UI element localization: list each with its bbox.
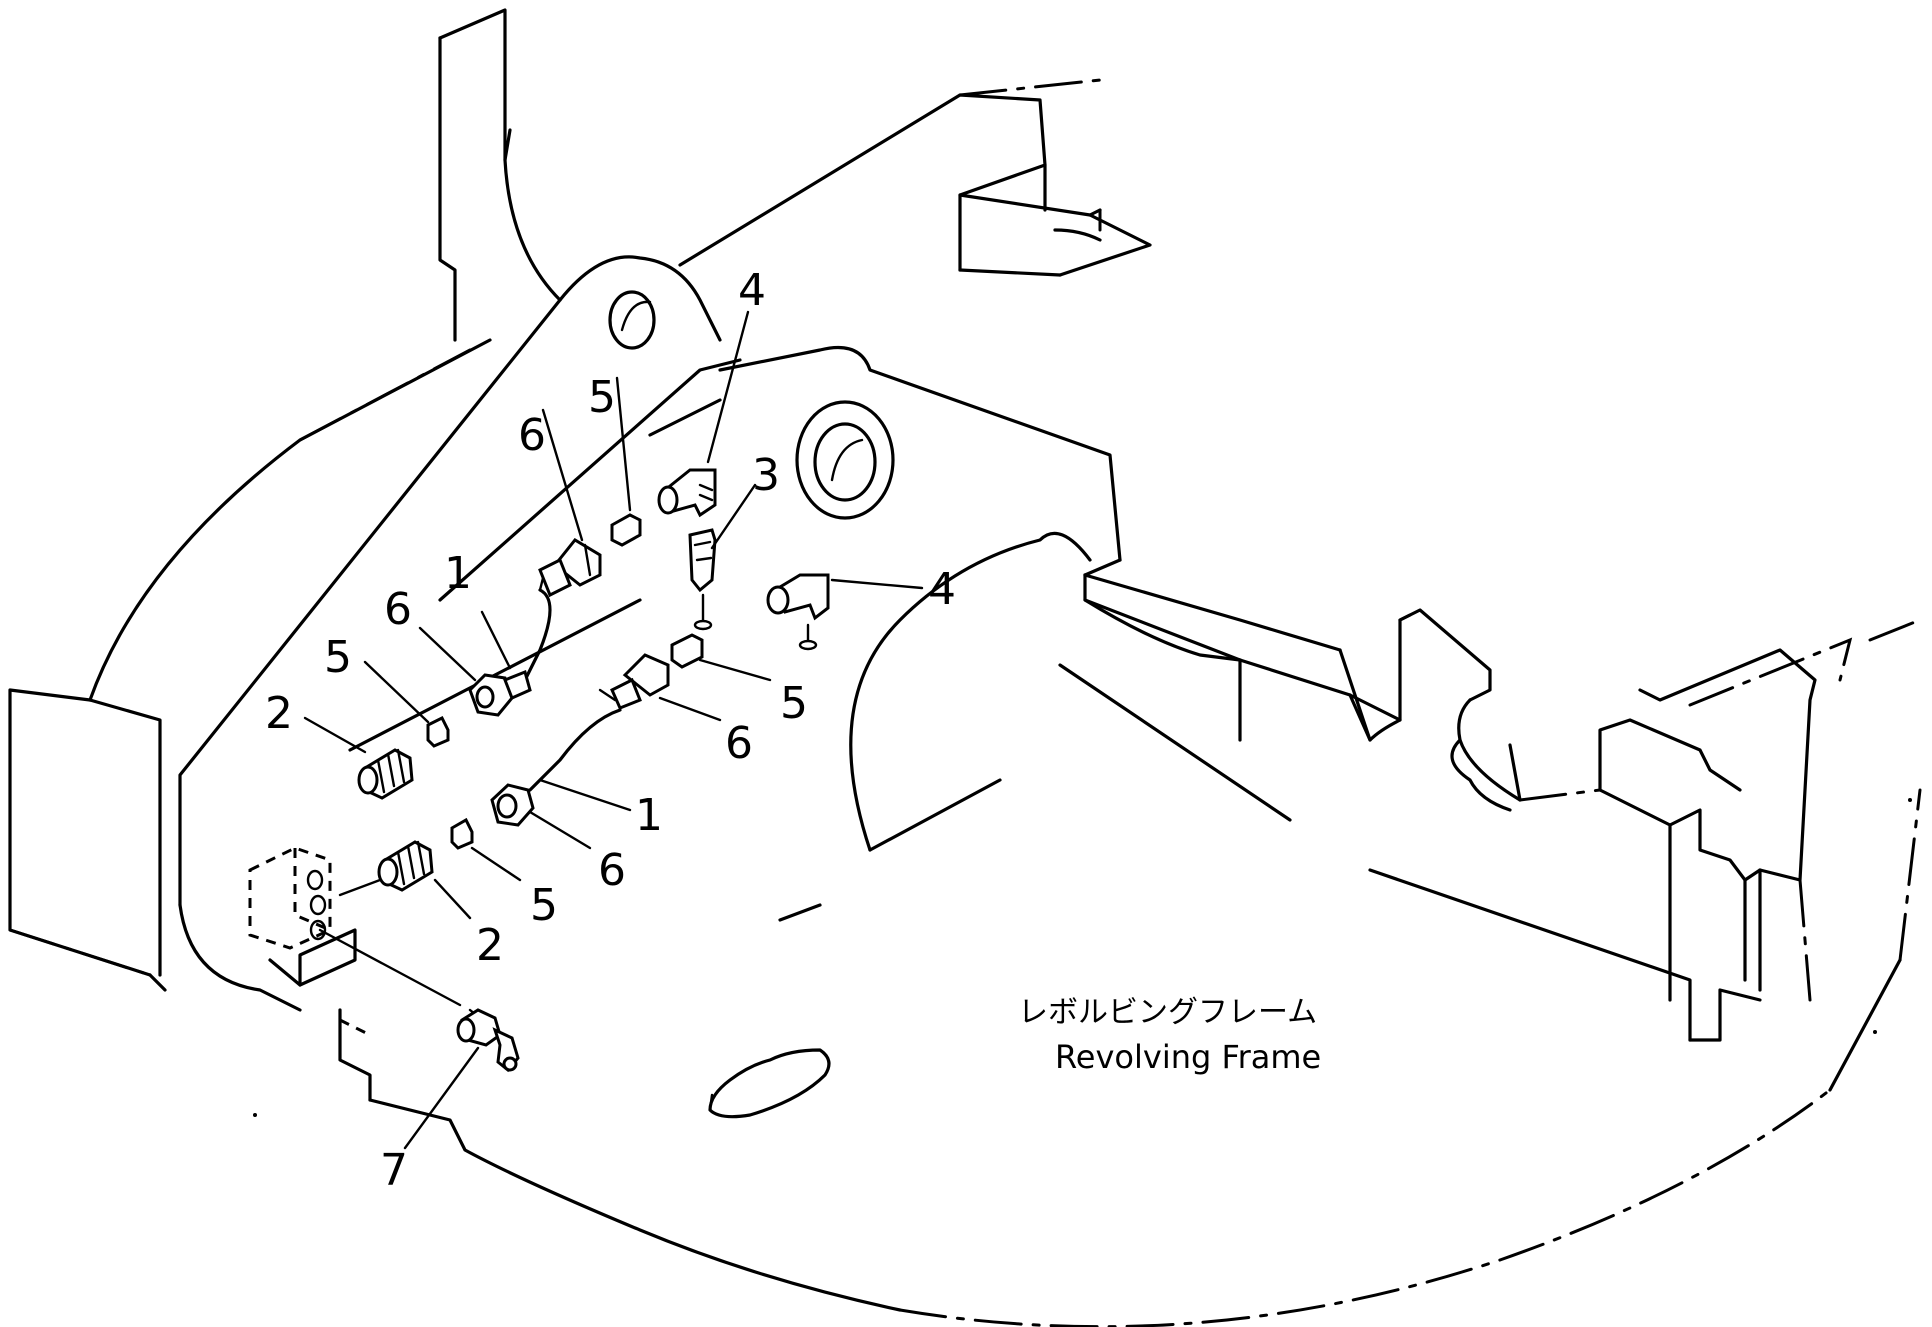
hose-fitting-upper xyxy=(538,538,602,598)
adapter-middle xyxy=(670,633,704,669)
connector-upper xyxy=(357,748,414,800)
callout-5-left: 5 xyxy=(324,632,352,683)
stray-dot xyxy=(1873,1030,1877,1034)
fittings xyxy=(357,468,830,1073)
callout-2-upper: 2 xyxy=(265,688,293,739)
callout-1-lower: 1 xyxy=(635,790,663,841)
adapter-left-lower xyxy=(450,817,474,850)
elbow-upper xyxy=(657,468,717,518)
callout-4-right: 4 xyxy=(928,564,956,615)
callout-6-upper: 6 xyxy=(518,410,546,461)
callout-7: 7 xyxy=(380,1145,408,1196)
callout-4-upper: 4 xyxy=(738,265,766,316)
callout-5-lower: 5 xyxy=(530,880,558,931)
title-english: Revolving Frame xyxy=(1055,1038,1321,1076)
callout-5-middle: 5 xyxy=(780,678,808,729)
diagram-title: レボルビングフレーム Revolving Frame xyxy=(1018,995,1321,1076)
elbow-right xyxy=(766,573,830,651)
title-japanese: レボルビングフレーム xyxy=(1018,995,1317,1030)
hose-fitting-middle xyxy=(610,653,670,710)
callout-6-middle: 6 xyxy=(725,718,753,769)
callout-1-upper: 1 xyxy=(444,548,472,599)
hoses xyxy=(318,568,622,1020)
cap xyxy=(688,528,717,631)
frame-outline xyxy=(8,8,1922,1327)
callout-6-left: 6 xyxy=(384,584,412,635)
callout-2-lower: 2 xyxy=(476,920,504,971)
callout-numbers: 4 5 6 3 4 1 6 5 2 5 6 1 6 5 2 7 xyxy=(265,265,956,1196)
stray-dot xyxy=(253,1113,257,1117)
callout-5-upper: 5 xyxy=(588,372,616,423)
stray-dot xyxy=(1908,798,1912,802)
adapter-left-upper xyxy=(426,715,450,748)
nut-left-lower xyxy=(490,783,535,827)
callout-3: 3 xyxy=(752,450,780,501)
nut-left-upper xyxy=(468,669,532,717)
connector-lower xyxy=(377,840,434,892)
grease-fitting xyxy=(456,1008,520,1073)
callout-6-lower: 6 xyxy=(598,845,626,896)
manifold-block xyxy=(248,846,357,987)
adapter-upper xyxy=(610,513,642,547)
leader-lines xyxy=(303,310,924,1150)
